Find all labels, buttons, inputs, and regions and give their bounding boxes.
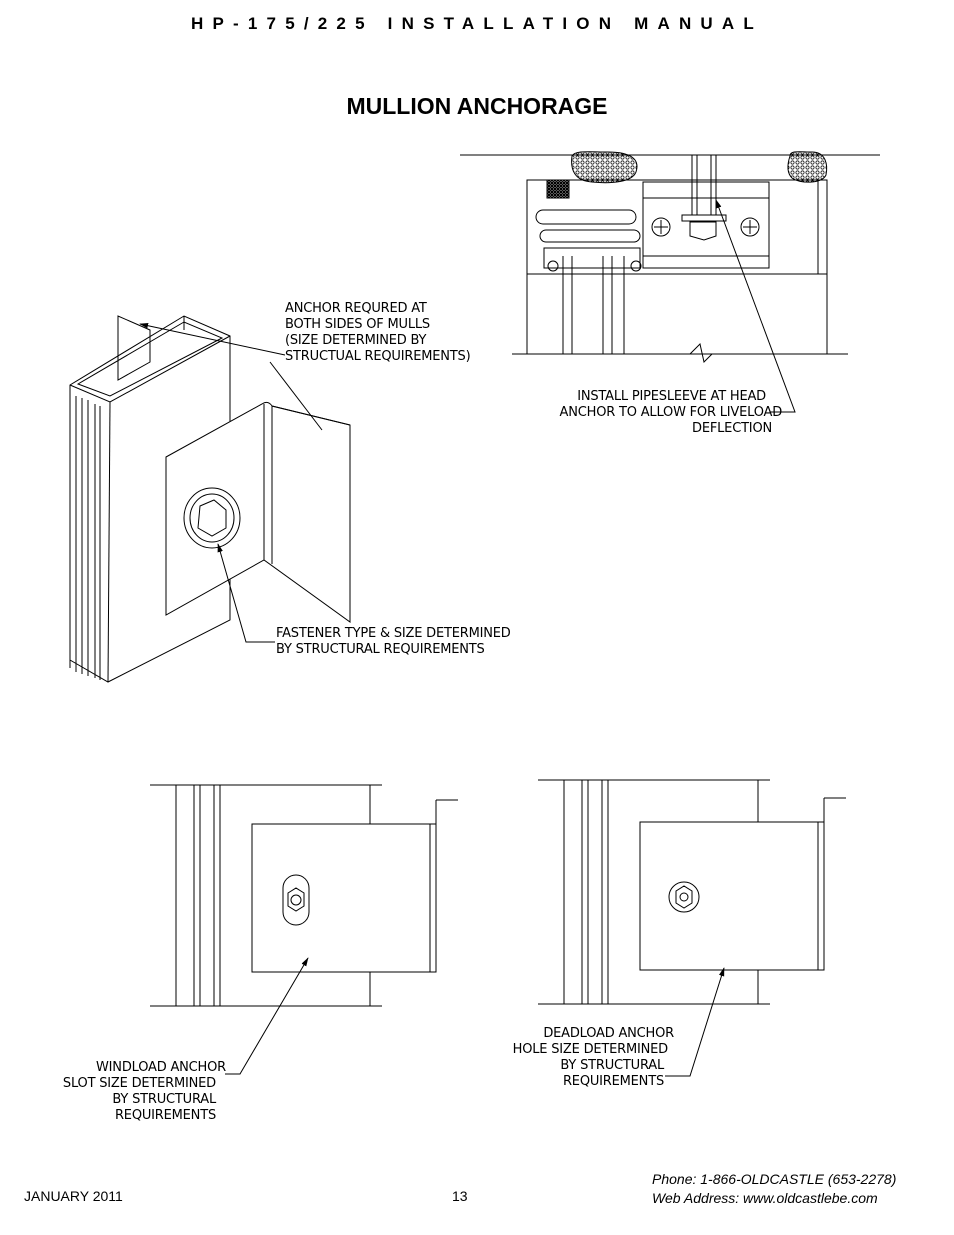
anchor-required-callout: ANCHOR REQURED AT BOTH SIDES OF MULLS (S… <box>285 301 471 365</box>
callout-line: BY STRUCTURAL <box>112 1092 216 1107</box>
callout-line: REQUIREMENTS <box>114 1108 216 1123</box>
deadload-callout: DEADLOAD ANCHOR HOLE SIZE DETERMINED BY … <box>490 1026 675 1090</box>
callout-line: REQUIREMENTS <box>562 1074 664 1089</box>
callout-line: SLOT SIZE DETERMINED <box>62 1076 216 1091</box>
windload-callout: WINDLOAD ANCHOR SLOT SIZE DETERMINED BY … <box>40 1060 226 1124</box>
isometric-anchor-drawing <box>69 315 351 683</box>
footer-contact: Phone: 1-866-OLDCASTLE (653-2278) Web Ad… <box>652 1170 896 1208</box>
head-section-drawing <box>460 151 880 413</box>
callout-line: ANCHOR TO ALLOW FOR LIVELOAD <box>559 405 783 420</box>
manual-header: HP-175/225 INSTALLATION MANUAL <box>191 14 763 33</box>
callout-line: BOTH SIDES OF MULLS <box>285 317 430 332</box>
footer-phone: Phone: 1-866-OLDCASTLE (653-2278) <box>652 1171 897 1187</box>
callout-line: WINDLOAD ANCHOR <box>96 1060 226 1075</box>
footer-web-address: Web Address: www.oldcastlebe.com <box>652 1190 878 1206</box>
page-number: 13 <box>452 1188 468 1204</box>
callout-line: DEADLOAD ANCHOR <box>543 1026 674 1041</box>
footer-date: JANUARY 2011 <box>24 1188 123 1204</box>
callout-line: BY STRUCTURAL REQUIREMENTS <box>276 642 485 657</box>
callout-line: INSTALL PIPESLEEVE AT HEAD <box>577 389 766 404</box>
deadload-elevation-drawing <box>538 779 846 1077</box>
callout-line: BY STRUCTURAL <box>560 1058 664 1073</box>
pipesleeve-callout: INSTALL PIPESLEEVE AT HEAD ANCHOR TO ALL… <box>530 389 783 437</box>
callout-line: FASTENER TYPE & SIZE DETERMINED <box>276 626 511 641</box>
fastener-callout: FASTENER TYPE & SIZE DETERMINED BY STRUC… <box>276 626 511 658</box>
callout-line: ANCHOR REQURED AT <box>285 301 427 316</box>
callout-line: (SIZE DETERMINED BY <box>285 333 427 348</box>
callout-line: DEFLECTION <box>692 421 772 436</box>
callout-line: HOLE SIZE DETERMINED <box>512 1042 669 1057</box>
windload-elevation-drawing <box>150 784 458 1075</box>
callout-line: STRUCTUAL REQUIREMENTS) <box>285 349 471 364</box>
page-title: MULLION ANCHORAGE <box>346 93 608 119</box>
